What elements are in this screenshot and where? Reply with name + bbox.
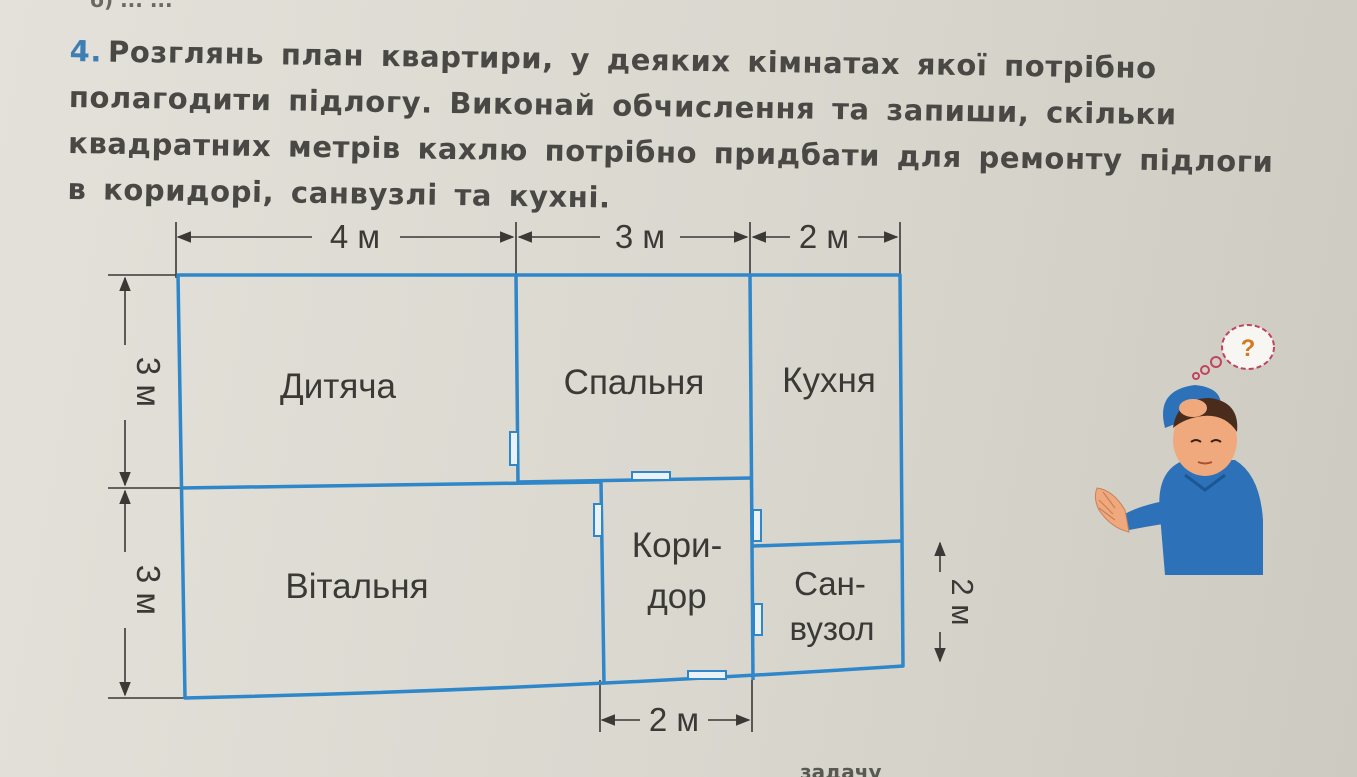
dim-left-upper: 3 м [130, 357, 167, 407]
room-kitchen-label: Кухня [782, 361, 876, 400]
doors [509, 431, 763, 680]
thinking-boy-icon: ? [1094, 324, 1275, 575]
thought-bubble-icon: ? [1192, 324, 1275, 380]
dim-top-3: 2 м [799, 218, 849, 255]
door-nursery [509, 431, 519, 466]
bottom-dimension-ticks [599, 680, 753, 732]
question-mark: ? [1241, 335, 1256, 362]
room-bedroom-label: Спальня [564, 363, 705, 402]
room-living-room-label: Вітальня [285, 567, 428, 606]
room-corridor-label-line1: Кори- [632, 526, 723, 565]
dim-top-2: 3 м [615, 218, 665, 255]
dim-top-1: 4 м [330, 218, 380, 255]
room-bathroom-label-line2: вузол [790, 610, 875, 647]
dim-bottom: 2 м [649, 701, 699, 738]
door-kitchen [752, 509, 762, 542]
next-line-fragment: задачу [800, 760, 882, 777]
room-nursery-label: Дитяча [280, 367, 396, 406]
door-bedroom [631, 471, 671, 481]
room-corridor-label-line2: дор [647, 577, 706, 616]
door-bathroom [753, 603, 763, 636]
left-dimension-ticks [108, 274, 186, 699]
door-living-room [593, 503, 603, 537]
room-bathroom-label-line1: Сан- [794, 565, 866, 602]
top-dimension-ticks [175, 222, 901, 278]
dim-left-lower: 3 м [130, 565, 167, 615]
previous-task-fragment: б) ... ... [90, 0, 173, 12]
dim-right: 2 м [945, 578, 980, 625]
door-entrance [687, 670, 727, 680]
